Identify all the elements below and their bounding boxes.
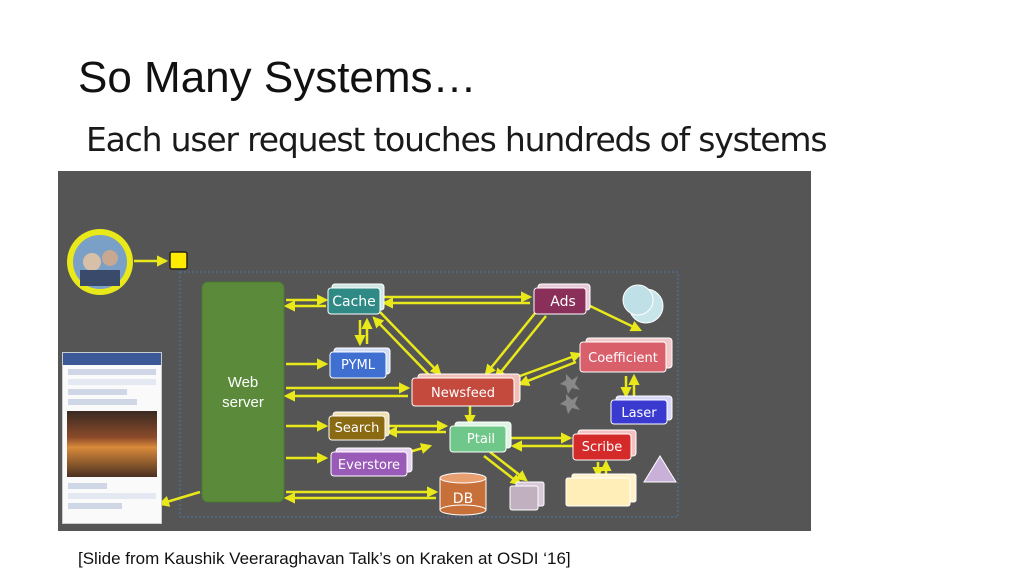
systems-diagram bbox=[58, 171, 811, 531]
scribe-storage-boxes bbox=[565, 473, 637, 507]
pyml-node: PYML bbox=[329, 347, 391, 379]
phone-post-text bbox=[68, 399, 137, 405]
coefficient-label: Coefficient bbox=[588, 351, 658, 366]
pyml-label: PYML bbox=[341, 358, 376, 373]
ads-label: Ads bbox=[550, 294, 576, 310]
cache-label: Cache bbox=[332, 294, 376, 310]
phone-search-bar bbox=[68, 369, 156, 375]
user-avatar bbox=[67, 229, 133, 295]
phone-comment bbox=[68, 503, 122, 509]
db-node: DB bbox=[439, 472, 487, 516]
web-server-label-line2: server bbox=[222, 394, 264, 411]
arrows bbox=[157, 291, 643, 507]
search-node: Search bbox=[328, 411, 390, 441]
phone-post-header bbox=[68, 389, 127, 395]
phone-likes-row bbox=[68, 483, 108, 489]
storage-circles bbox=[622, 284, 664, 324]
laser-node: Laser bbox=[610, 395, 673, 425]
coefficient-node: Coefficient bbox=[579, 337, 673, 373]
phone-actions-row bbox=[68, 379, 156, 385]
starburst-icons bbox=[560, 374, 580, 414]
everstore-label: Everstore bbox=[338, 458, 400, 473]
everstore-node: Everstore bbox=[330, 447, 413, 477]
db-label: DB bbox=[453, 491, 473, 507]
ads-node: Ads bbox=[533, 283, 591, 315]
phone-like-bar bbox=[68, 493, 156, 499]
web-server-box bbox=[201, 281, 285, 503]
ptail-node: Ptail bbox=[449, 421, 512, 453]
ptail-storage-boxes bbox=[509, 481, 545, 511]
slide-footer: [Slide from Kaushik Veeraraghavan Talk’s… bbox=[78, 549, 571, 568]
web-server-label-line1: Web bbox=[228, 374, 259, 391]
phone-screenshot bbox=[62, 352, 162, 524]
triangle-shape bbox=[643, 455, 677, 483]
cache-node: Cache bbox=[327, 283, 385, 315]
diagram-boundary bbox=[179, 271, 679, 518]
search-label: Search bbox=[335, 421, 380, 436]
newsfeed-label: Newsfeed bbox=[431, 386, 495, 401]
phone-post-photo bbox=[67, 411, 157, 477]
laser-label: Laser bbox=[621, 406, 657, 421]
ptail-label: Ptail bbox=[467, 432, 495, 447]
request-square bbox=[169, 251, 188, 270]
phone-status-bar bbox=[63, 353, 161, 365]
scribe-label: Scribe bbox=[582, 440, 623, 455]
newsfeed-node: Newsfeed bbox=[411, 373, 521, 407]
slide-subtitle: Each user request touches hundreds of sy… bbox=[86, 120, 828, 159]
scribe-node: Scribe bbox=[572, 429, 637, 461]
slide-title: So Many Systems… bbox=[78, 53, 477, 102]
